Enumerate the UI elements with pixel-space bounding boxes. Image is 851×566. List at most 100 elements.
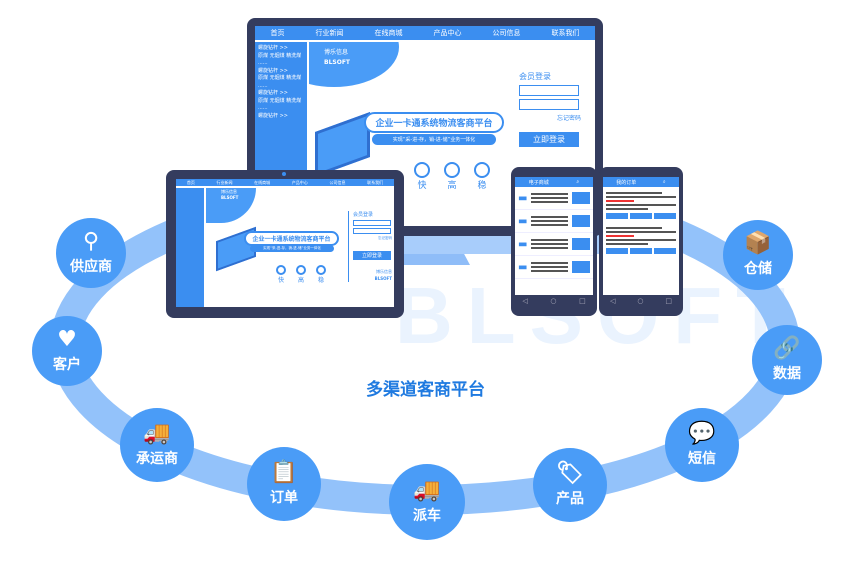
nav-home[interactable]: 首页 [186,179,195,185]
hero-blob [309,42,399,87]
user-search-icon: ⚲ [82,229,100,254]
order-action-button[interactable] [630,248,652,254]
feature-fast: 快 [276,265,286,284]
node-label: 数据 [773,366,801,382]
truck-icon: ▬ [518,215,528,227]
nav-home[interactable]: 首页 [270,29,285,37]
search-icon[interactable]: ⌕ [576,179,580,185]
tablet-camera [282,172,286,176]
truck-icon: 🚚 [143,421,171,446]
feature-stable: 稳 [474,162,490,191]
nav-news[interactable]: 行业新闻 [315,29,344,37]
platform-title: 多渠道客商平台 [366,380,485,400]
order-card [603,222,679,257]
node-storage[interactable]: 📦 仓储 [723,220,793,290]
forgot-password-link[interactable]: 忘记密码 [556,115,581,122]
phone-title: 电子商城 [528,179,549,186]
password-input[interactable] [353,228,391,234]
node-label: 仓储 [744,261,772,277]
truck-icon: ▬ [518,192,528,204]
nav-mall[interactable]: 在线商城 [254,179,271,185]
username-input[interactable] [353,220,391,226]
recent-icon[interactable]: □ [665,297,672,305]
node-customer[interactable]: ♥客户 [32,316,102,386]
login-title: 会员登录 [519,72,551,81]
list-item: ▬ [515,256,593,279]
nav-company[interactable]: 公司信息 [492,29,521,37]
order-button[interactable] [572,215,590,227]
link-icon: 🔗 [773,336,801,361]
password-input[interactable] [519,99,579,110]
nav-products[interactable]: 产品中心 [291,179,308,185]
phone-mall: 电子商城 ⌕ ▬ ▬ ▬ ▬ ◁ ○ □ [511,167,597,316]
back-icon[interactable]: ◁ [522,297,528,305]
forgot-password-link[interactable]: 忘记密码 [378,236,392,240]
phone-screen: 电子商城 ⌕ ▬ ▬ ▬ ▬ [515,177,593,295]
order-button[interactable] [572,238,590,250]
back-icon[interactable]: ◁ [609,297,616,305]
home-icon[interactable]: ○ [550,297,557,305]
username-input[interactable] [519,85,579,96]
side-item[interactable]: 原煤 无烟煤 精洗煤 ...... [258,75,302,89]
node-carrier[interactable]: 🚚 承运商 [120,408,194,482]
node-order[interactable]: 📋 订单 [247,447,321,521]
node-data[interactable]: 🔗 数据 [752,325,822,395]
home-icon[interactable]: ○ [637,297,644,305]
hero-subtitle: 实现“采-进-存，销-进-储”业务一体化 [250,245,334,252]
side-item[interactable]: 螺旋钻杆 >> [258,90,288,96]
order-card [603,187,679,222]
node-label: 订单 [270,490,298,506]
nav-mall[interactable]: 在线商城 [374,29,403,37]
order-action-button[interactable] [630,213,652,219]
node-label: 短信 [688,451,716,467]
hero-title: 企业一卡通系统物流客商平台 [364,112,504,133]
order-action-button[interactable] [654,213,676,219]
feature-high: 高 [296,265,306,284]
feature-high: 高 [444,162,460,191]
side-item[interactable]: 原煤 无烟煤 精洗煤 ...... [258,52,302,67]
tablet-sidebar [176,188,204,307]
side-item[interactable]: 螺旋钻杆 >> [258,67,288,74]
node-label: 承运商 [136,451,178,467]
nav-contact[interactable]: 联系我们 [551,29,580,37]
side-item[interactable]: 螺旋钻杆 >> [258,45,288,51]
tag-icon: 🏷 [556,461,584,486]
nav-company[interactable]: 公司信息 [329,179,346,185]
feature-fast: 快 [414,162,430,191]
side-item[interactable]: 螺旋钻杆 >> [258,112,288,119]
recent-icon[interactable]: □ [579,297,586,305]
order-button[interactable] [572,261,590,273]
node-label: 产品 [556,491,584,507]
phone-header: 电子商城 ⌕ [515,177,593,187]
truck-icon: ▬ [518,261,528,273]
node-supplier[interactable]: ⚲供应商 [56,218,126,288]
nav-news[interactable]: 行业新闻 [216,179,233,185]
node-dispatch[interactable]: 🚚派车 [389,464,465,540]
order-action-button[interactable] [654,248,676,254]
tablet-nav: 首页 行业新闻 在线商城 产品中心 公司信息 联系我们 [176,179,394,186]
box-icon: 📦 [744,231,772,256]
node-product[interactable]: 🏷 产品 [533,448,607,522]
side-item[interactable]: 原煤 无烟煤 精洗煤 ...... [258,97,302,112]
order-button[interactable] [572,192,590,204]
nav-contact[interactable]: 联系我们 [367,179,384,185]
node-sms[interactable]: 💬短信 [665,408,739,482]
login-button[interactable]: 立即登录 [353,251,391,260]
hero-title: 企业一卡通系统物流客商平台 [244,231,339,246]
node-label: 派车 [413,508,441,524]
order-action-button[interactable] [606,213,628,219]
truck-icon: ▬ [518,238,528,250]
list-item: ▬ [515,233,593,256]
nav-products[interactable]: 产品中心 [433,29,462,37]
order-action-button[interactable] [606,248,628,254]
list-item: ▬ [515,210,593,233]
phone-screen: 我的订单 ⌕ [603,177,679,295]
hero-subtitle: 实现“采-进-存，销-进-储”业务一体化 [372,134,496,145]
search-icon[interactable]: ⌕ [662,179,666,185]
login-panel: 会员登录 忘记密码 立即登录 [519,71,589,147]
clipboard-icon: 📋 [270,460,298,485]
phone-title: 我的订单 [616,179,637,186]
login-button[interactable]: 立即登录 [519,132,579,147]
